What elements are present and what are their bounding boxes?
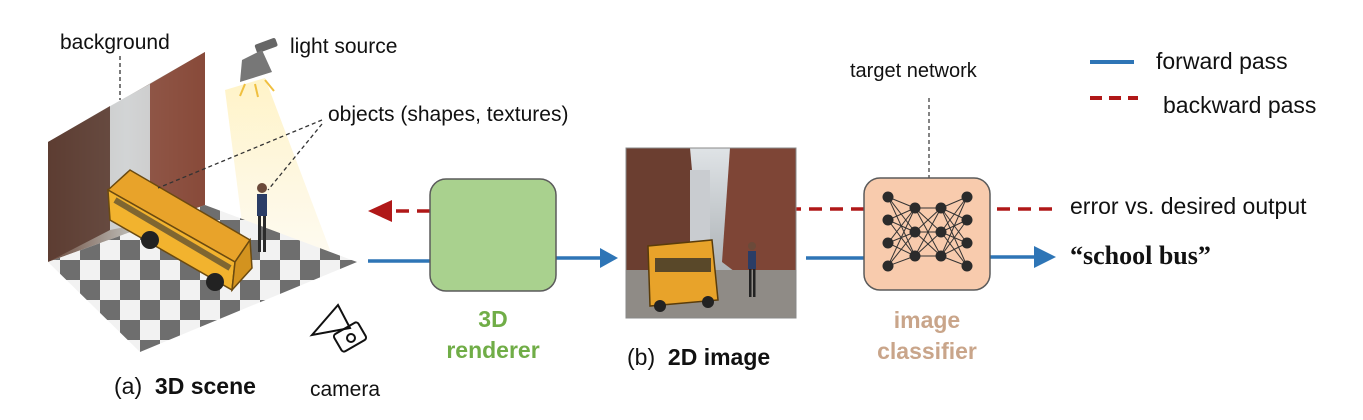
objects-leader-line-person — [267, 123, 323, 191]
objects-label: objects (shapes, textures) — [328, 103, 569, 126]
nn-edge — [887, 207, 916, 267]
light-source-label: light source — [290, 35, 398, 58]
renderer-label-line1: 3D — [478, 306, 508, 332]
light-source-icon — [239, 38, 278, 98]
forward-arrowhead-image — [600, 248, 618, 268]
nn-node — [961, 237, 973, 249]
scene-background-buildings-right — [150, 52, 205, 222]
backward-arrowhead-scene — [368, 200, 392, 222]
nn-node — [961, 260, 973, 272]
image-caption-prefix: (b) — [627, 344, 656, 370]
camera-label: camera — [310, 378, 381, 401]
prediction-output: “school bus” — [1070, 241, 1211, 270]
scene-caption: (a) 3D scene — [114, 373, 256, 400]
light-beam — [225, 78, 330, 270]
nn-edge — [914, 207, 942, 233]
background-label: background — [60, 31, 170, 54]
nn-node — [909, 250, 921, 262]
nn-node — [961, 191, 973, 203]
nn-edge — [940, 196, 968, 257]
renderer-box — [429, 178, 557, 292]
nn-node — [882, 214, 894, 226]
nn-node — [909, 226, 921, 238]
scene-checkered-floor — [48, 205, 357, 352]
image-caption-title: 2D image — [667, 344, 771, 370]
nn-node — [882, 191, 894, 203]
renderer-label-line2: renderer — [446, 337, 540, 363]
person-object — [257, 183, 267, 252]
neural-network-icon — [882, 191, 973, 272]
nn-node — [882, 260, 894, 272]
nn-edge — [914, 207, 942, 257]
nn-edge — [887, 207, 916, 244]
classifier-label-line1: image — [893, 307, 961, 333]
forward-arrowhead-output — [1034, 246, 1056, 268]
nn-edge — [940, 219, 968, 257]
nn-node — [935, 226, 947, 238]
scene-background-buildings-left — [48, 106, 110, 262]
legend-forward-label: forward pass — [1156, 48, 1288, 74]
objects-leader-line-bus — [157, 119, 323, 189]
nn-node — [935, 250, 947, 262]
nn-node — [882, 237, 894, 249]
nn-node — [935, 202, 947, 214]
school-bus-object — [106, 169, 253, 293]
camera-icon — [309, 303, 368, 353]
nn-node — [961, 214, 973, 226]
nn-edge — [887, 231, 916, 267]
image-caption: (b) 2D image — [627, 344, 770, 371]
nn-edge — [914, 231, 942, 257]
legend-backward-label: backward pass — [1163, 92, 1317, 118]
target-network-label: target network — [850, 60, 977, 82]
scene-caption-prefix: (a) — [114, 373, 143, 399]
nn-node — [909, 202, 921, 214]
scene-3d — [48, 38, 368, 353]
scene-caption-title: 3D scene — [154, 373, 256, 399]
rendered-2d-image — [625, 147, 797, 319]
nn-edge — [940, 196, 968, 233]
classifier-label-line2: classifier — [877, 338, 977, 364]
error-label: error vs. desired output — [1070, 193, 1307, 219]
